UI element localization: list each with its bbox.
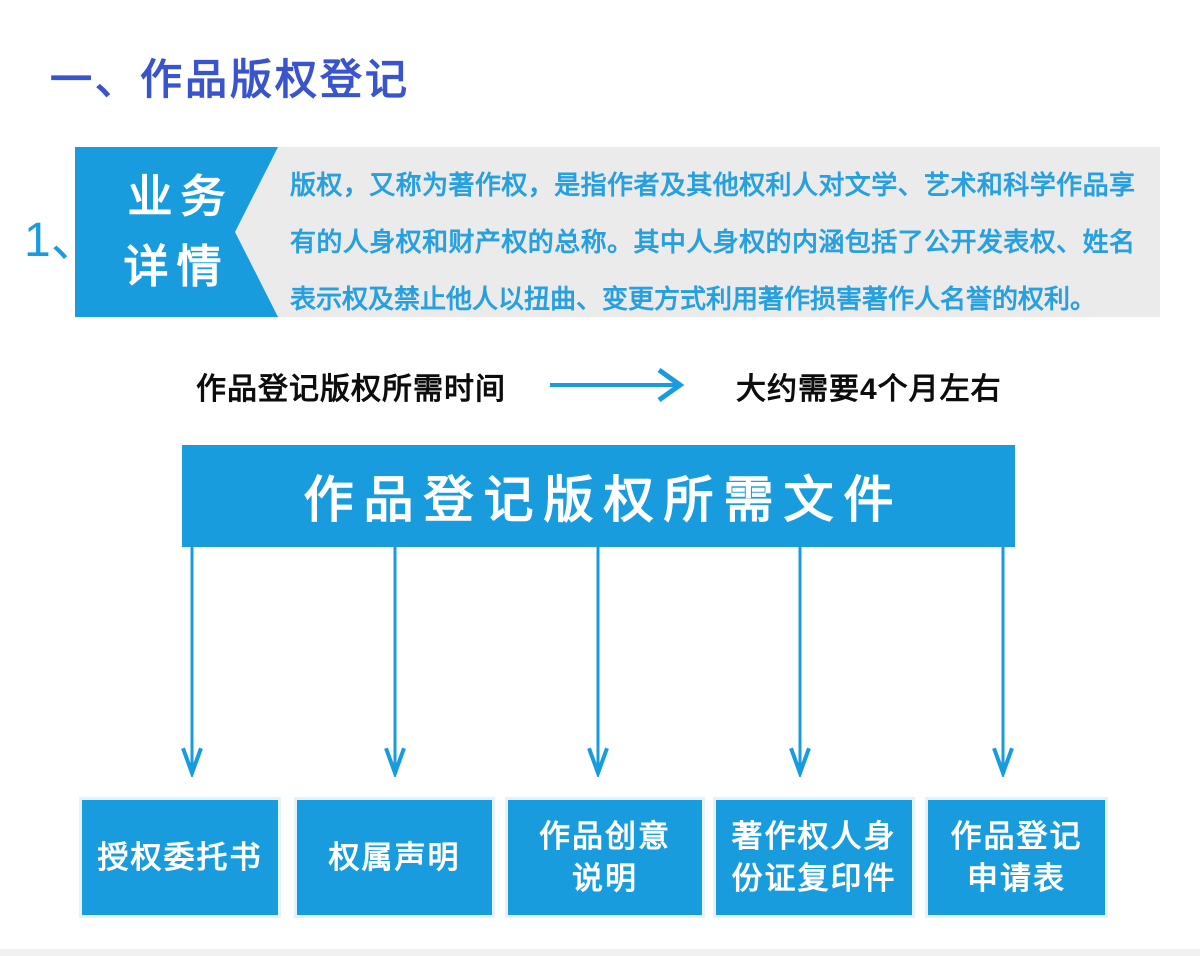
document-box-label: 作品创意 说明 xyxy=(539,818,671,896)
down-arrow-icon xyxy=(384,547,406,777)
business-detail-label: 业务 详情 xyxy=(123,171,234,292)
business-detail-description: 版权，又称为著作权，是指作者及其他权利人对文学、艺术和科学作品享有的人身权和财产… xyxy=(235,147,1160,317)
footer-strip xyxy=(0,949,1200,956)
down-arrow-icon xyxy=(181,547,203,777)
document-box: 作品创意 说明 xyxy=(508,800,702,915)
down-arrow-icon xyxy=(789,547,811,777)
time-question-label: 作品登记版权所需时间 xyxy=(196,373,506,406)
document-box-label: 授权委托书 xyxy=(97,839,263,875)
document-box: 作品登记 申请表 xyxy=(928,800,1105,915)
document-box-label: 著作权人身 份证复印件 xyxy=(731,818,897,896)
document-box: 授权委托书 xyxy=(82,800,278,915)
documents-banner: 作品登记版权所需文件 xyxy=(182,445,1015,547)
down-arrow-icon xyxy=(992,547,1014,777)
document-box-label: 权属声明 xyxy=(328,839,461,875)
down-arrow-icon xyxy=(587,547,609,777)
document-box: 权属声明 xyxy=(297,800,492,915)
documents-banner-title: 作品登记版权所需文件 xyxy=(303,472,904,528)
page-title: 一、作品版权登记 xyxy=(50,56,411,103)
time-answer-label: 大约需要4个月左右 xyxy=(736,373,1002,406)
document-box-label: 作品登记 申请表 xyxy=(950,818,1083,896)
right-arrow-icon xyxy=(550,367,685,403)
document-box: 著作权人身 份证复印件 xyxy=(716,800,912,915)
